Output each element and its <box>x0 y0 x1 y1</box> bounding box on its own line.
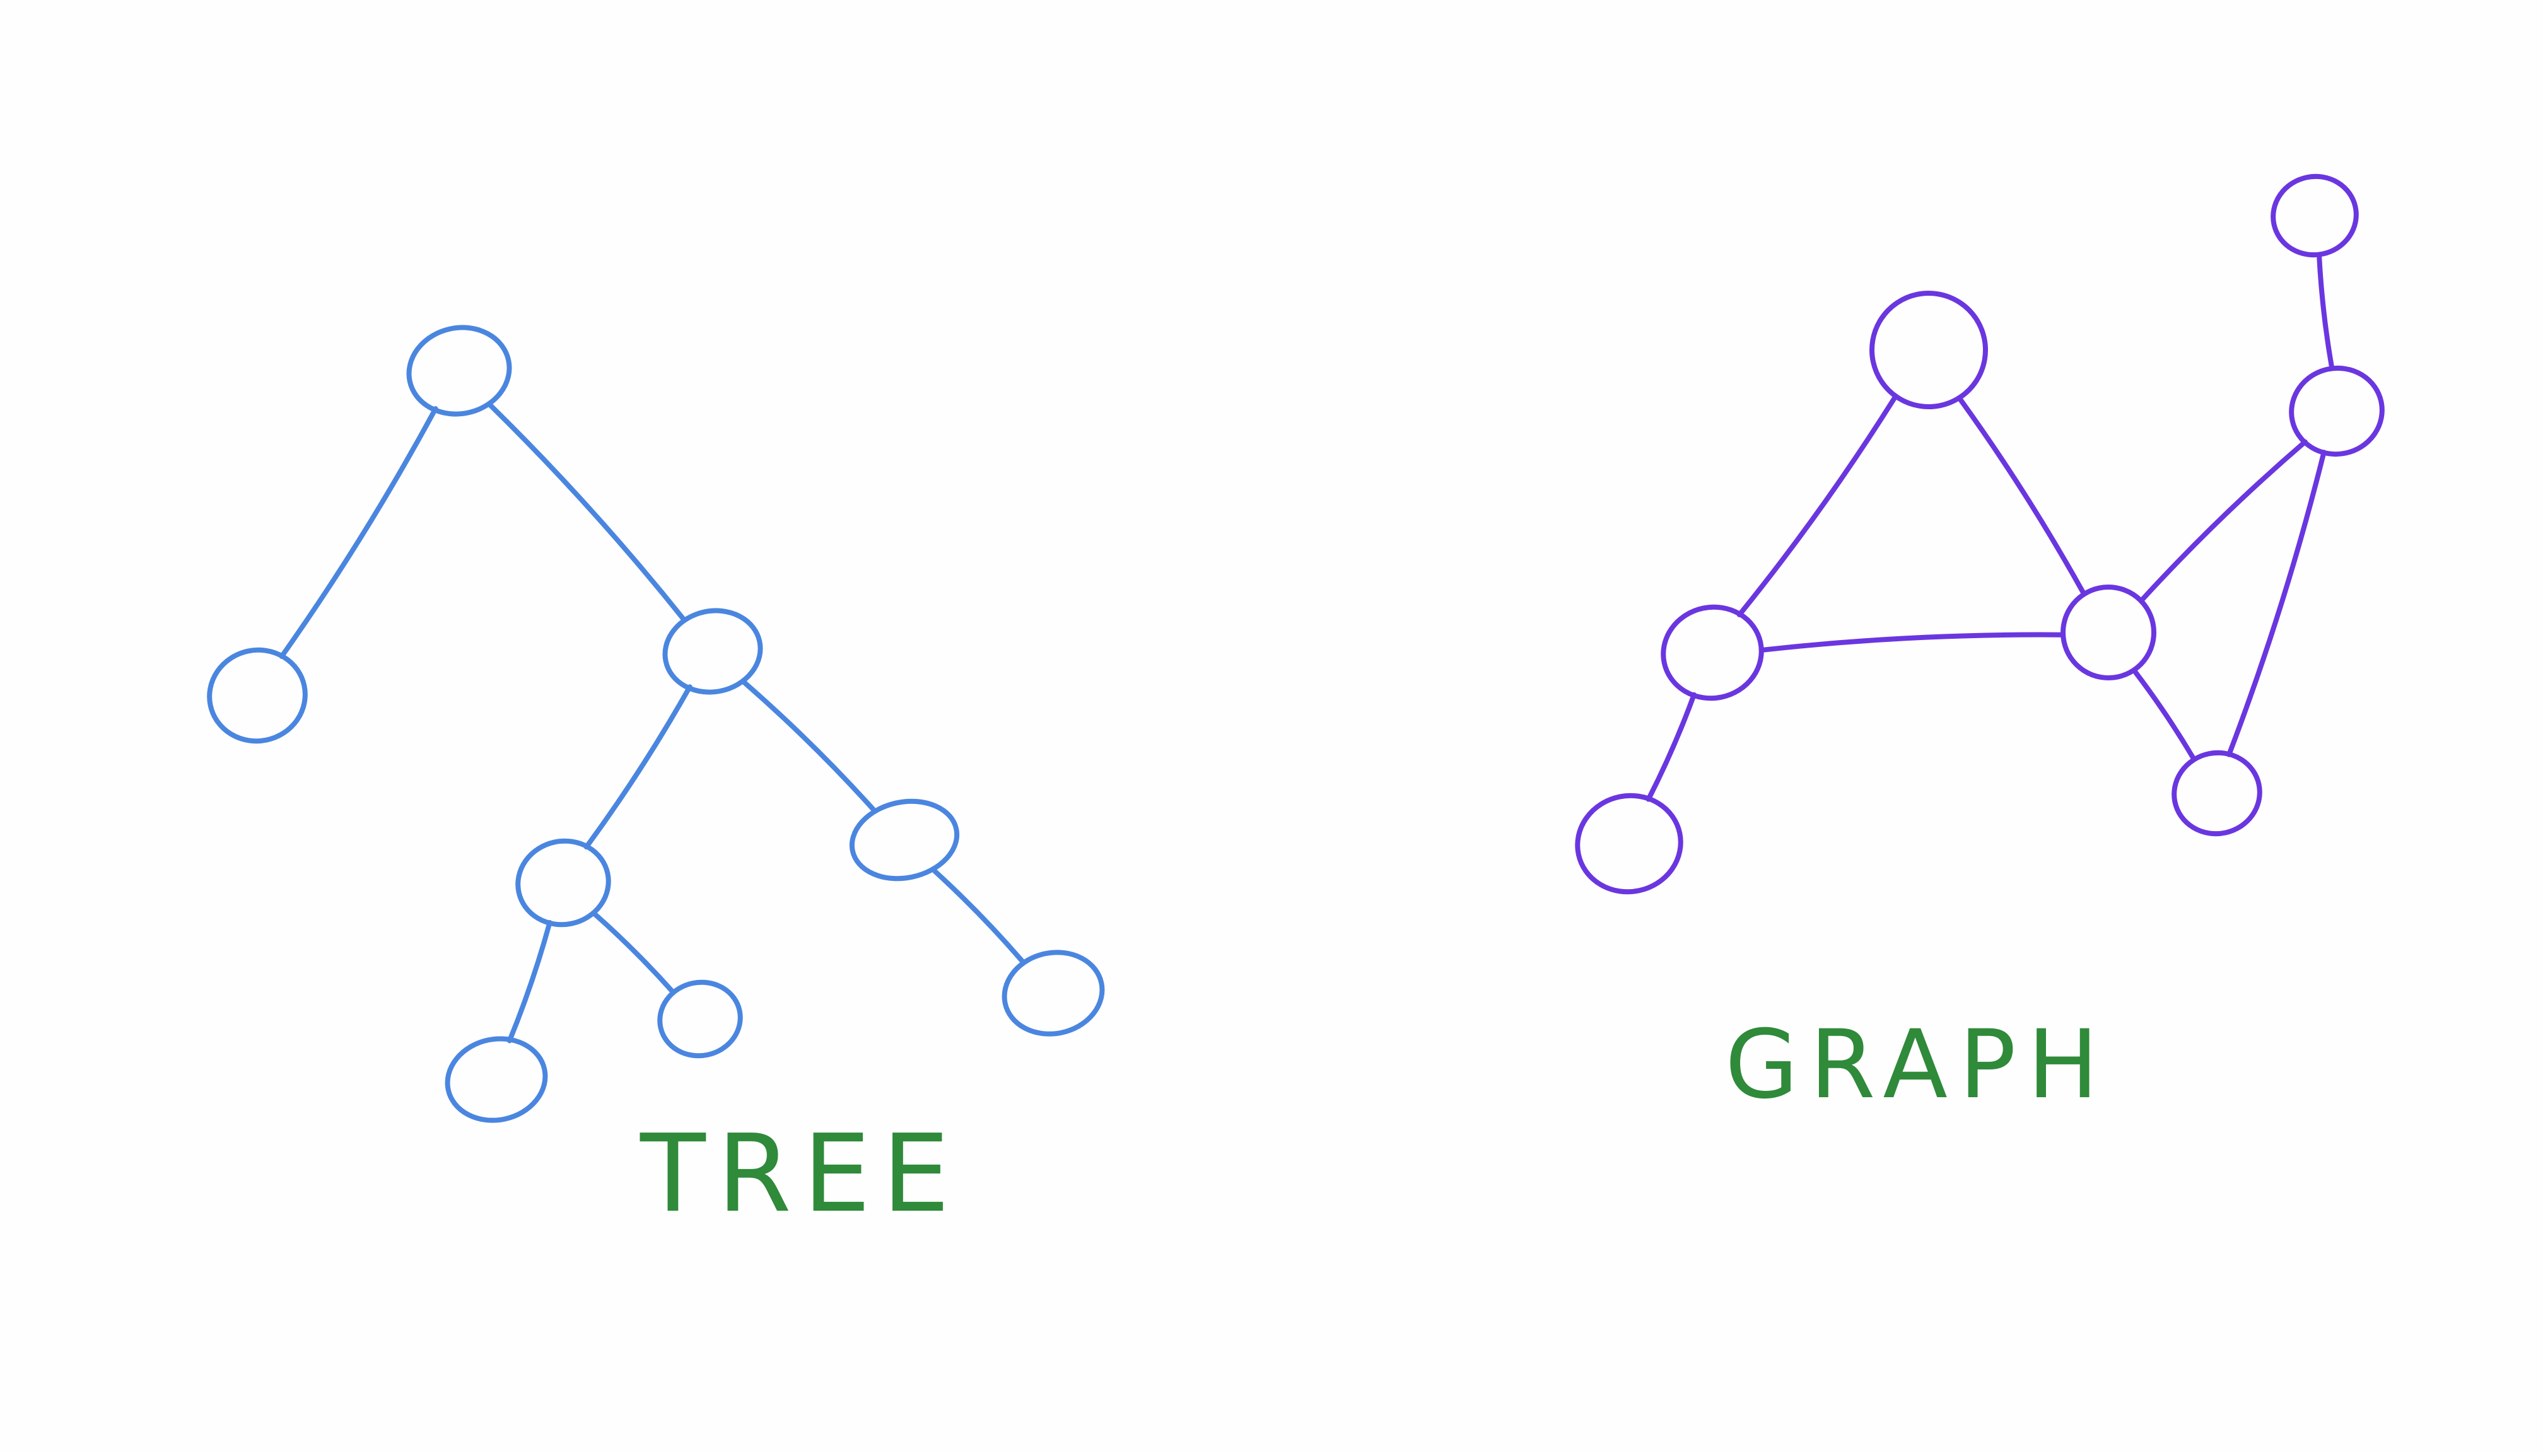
tree-node-mid-child <box>515 838 611 928</box>
graph-edge-left-center <box>1758 632 2066 653</box>
tree-edge-right-grandchild-leaf-c <box>932 868 1026 964</box>
tree-node-leaf-a <box>445 1036 548 1123</box>
graph-node-bottom-right <box>2172 750 2262 837</box>
tree-edge-mid-child-leaf-b <box>591 911 675 995</box>
tree-edge-mid-child-leaf-a <box>506 920 552 1044</box>
graph-edge-top-center <box>1956 395 2087 597</box>
tree-edge-root-right-child <box>487 402 686 622</box>
graph-node-center <box>2061 585 2156 680</box>
graph-edge-center-bottom-right <box>2131 667 2197 762</box>
tree-node-right-child <box>662 608 763 695</box>
tree-node-left-leaf <box>207 647 308 744</box>
graph-edge-top-left <box>1736 393 1898 617</box>
graph-label: GRAPH <box>1725 1010 2110 1120</box>
tree-node-leaf-b <box>657 979 743 1059</box>
tree-edge-right-child-mid-child <box>583 684 693 850</box>
graph-node-left <box>1661 604 1764 701</box>
tree-node-leaf-c <box>1002 950 1105 1037</box>
graph-edge-center-upper-right <box>2138 439 2308 603</box>
graph-edge-left-bottom-left <box>1646 692 1697 802</box>
tree-diagram <box>207 325 1105 1123</box>
graph-node-top-right <box>2271 173 2359 258</box>
graph-diagram <box>1575 173 2385 895</box>
tree-label: TREE <box>640 1112 961 1237</box>
tree-node-right-grandchild <box>849 798 960 882</box>
graph-edge-upper-right-bottom-right <box>2226 450 2327 757</box>
graph-node-top <box>1869 291 1988 409</box>
graph-node-bottom-left <box>1575 793 1683 895</box>
tree-edge-root-left-leaf <box>279 406 438 659</box>
graph-edge-upper-right-top-right <box>2317 252 2335 371</box>
tree-node-root <box>406 325 512 417</box>
tree-edge-right-child-right-grandchild <box>741 679 876 812</box>
graph-node-upper-right <box>2289 365 2385 457</box>
